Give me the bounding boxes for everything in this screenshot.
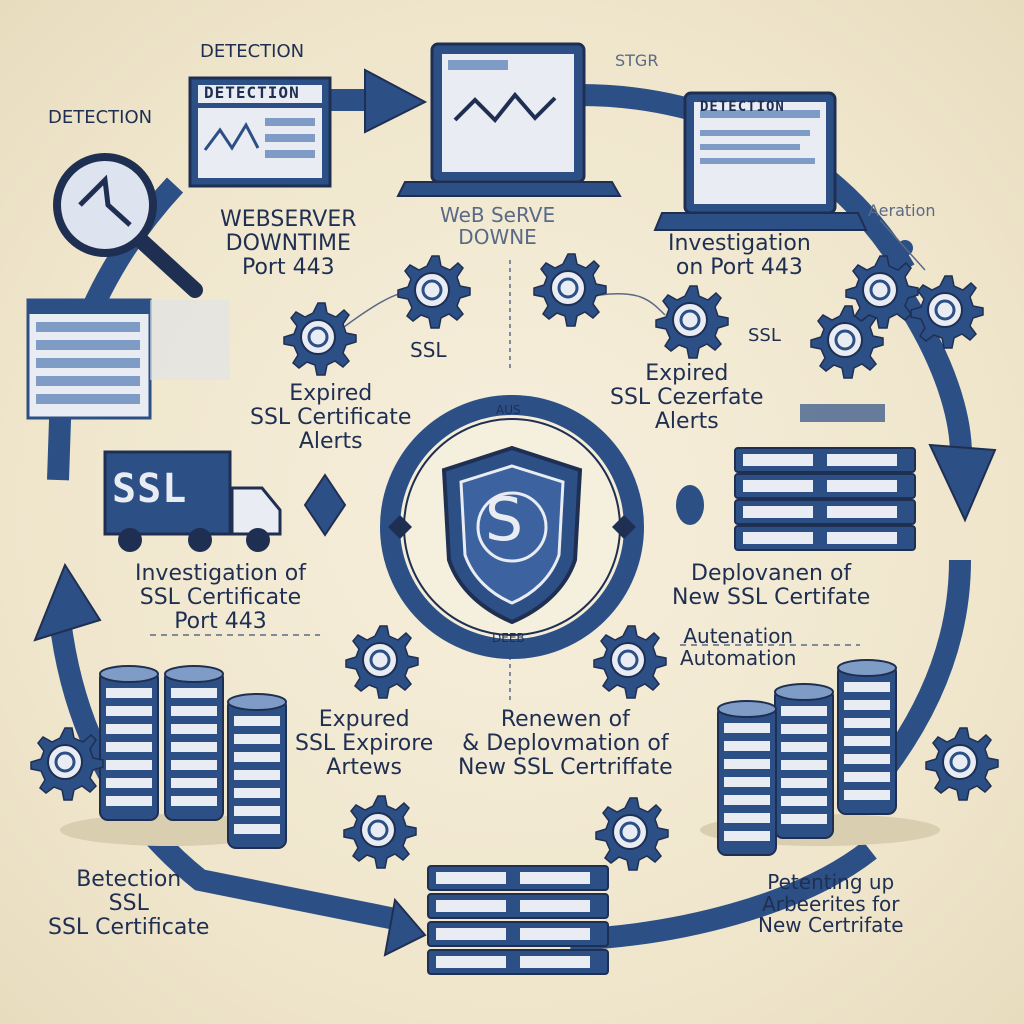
- right-rack-graphic: [734, 404, 916, 551]
- magnifier-graphic: [53, 153, 203, 298]
- expired-alerts-caption-left: Expired SSL Certificate Alerts: [250, 381, 412, 454]
- ssl-label-top-right: SSL: [748, 325, 781, 346]
- expured-caption: Expured SSL Expirore Artews: [295, 707, 434, 780]
- renewal-caption: Renewen of & Deplovmation of New SSL Cer…: [458, 707, 673, 780]
- ssl-label-top-center: SSL: [410, 338, 447, 362]
- expired-alerts-caption-right: Expired SSL Cezerfate Alerts: [610, 361, 764, 434]
- faint-text-top: STGR: [615, 51, 659, 70]
- shield-letter: S: [485, 485, 524, 555]
- ring-bottom-text: DEEB: [492, 631, 525, 645]
- investigation-port-caption: Investigation on Port 443: [668, 231, 811, 280]
- arrow-heads: [33, 68, 997, 957]
- aeration-side-text: Aeration: [868, 201, 936, 220]
- top-right-laptop-graphic: [653, 91, 868, 231]
- small-badges: [303, 219, 926, 537]
- detection-title-top: DETECTION: [200, 41, 305, 62]
- investigation-of-caption: Investigation of SSL Certificate Port 44…: [135, 561, 306, 634]
- detection-title-left: DETECTION: [48, 107, 153, 128]
- deployment-caption: Deplovanen of New SSL Certifate: [672, 561, 871, 610]
- automation-caption: Autenation Automation: [680, 624, 797, 670]
- webserver-downtime-caption: WEBSERVER DOWNTIME Port 443: [220, 207, 357, 280]
- top-left-monitor-graphic: [188, 76, 332, 188]
- central-ring: [380, 395, 644, 659]
- web-serve-caption: WeB SeRVE DOWNE: [440, 203, 556, 249]
- petenting-caption: Petenting up Arbeerites for New Certrifa…: [758, 870, 904, 938]
- bottom-rack-graphic: [427, 865, 609, 975]
- top-right-screen-header: DETECTION: [700, 99, 785, 115]
- right-server-towers-graphic: [700, 659, 940, 856]
- top-center-laptop-graphic: [396, 42, 622, 197]
- betection-caption: Betection SSL SSL Certificate: [48, 867, 210, 940]
- left-server-towers-graphic: [60, 665, 287, 849]
- top-left-screen-header: DETECTION: [204, 83, 300, 102]
- ssl-truck-label: SSL: [112, 466, 188, 512]
- left-list-panel-graphic: [26, 298, 230, 420]
- ssl-truck-graphic: [103, 450, 282, 552]
- ring-top-text: AUS: [496, 403, 521, 417]
